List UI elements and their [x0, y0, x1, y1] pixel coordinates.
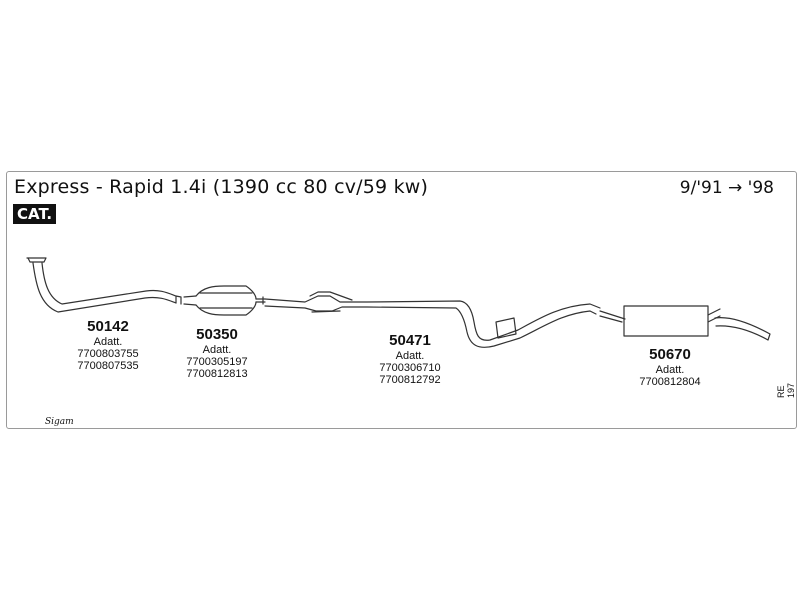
part-50350: 50350 Adatt. 7700305197 7700812813 — [181, 326, 253, 380]
part-50471: 50471 Adatt. 7700306710 7700812792 — [374, 332, 446, 386]
part-code: 7700812792 — [379, 374, 441, 386]
diagram-title: Express - Rapid 1.4i (1390 cc 80 cv/59 k… — [14, 176, 429, 198]
part-50142: 50142 Adatt. 7700803755 7700807535 — [72, 318, 144, 372]
brand-logo: Sigam — [45, 417, 74, 427]
catalytic-converter-drawing — [183, 285, 266, 316]
part-note: Adatt. — [395, 350, 425, 362]
diagram-panel — [6, 171, 797, 429]
part-number: 50142 — [87, 318, 129, 335]
part-code: 7700812813 — [186, 368, 248, 380]
part-code: 7700812804 — [639, 376, 701, 388]
intermediate-pipe-drawing — [264, 291, 601, 348]
part-number: 50471 — [389, 332, 431, 349]
part-code: 7700305197 — [186, 356, 248, 368]
front-pipe-drawing — [26, 257, 182, 313]
date-range: 9/'91 → '98 — [679, 178, 774, 198]
part-note: Adatt. — [655, 364, 685, 376]
part-note: Adatt. — [202, 344, 232, 356]
part-number: 50670 — [649, 346, 691, 363]
part-code: 7700803755 — [77, 348, 139, 360]
part-code: 7700306710 — [379, 362, 441, 374]
part-number: 50350 — [196, 326, 238, 343]
part-note: Adatt. — [93, 336, 123, 348]
rear-silencer-drawing — [599, 305, 771, 341]
reference-code: RE 197 — [776, 382, 796, 398]
part-50670: 50670 Adatt. 7700812804 — [634, 346, 706, 388]
cat-badge: CAT. — [13, 204, 57, 224]
part-code: 7700807535 — [77, 360, 139, 372]
